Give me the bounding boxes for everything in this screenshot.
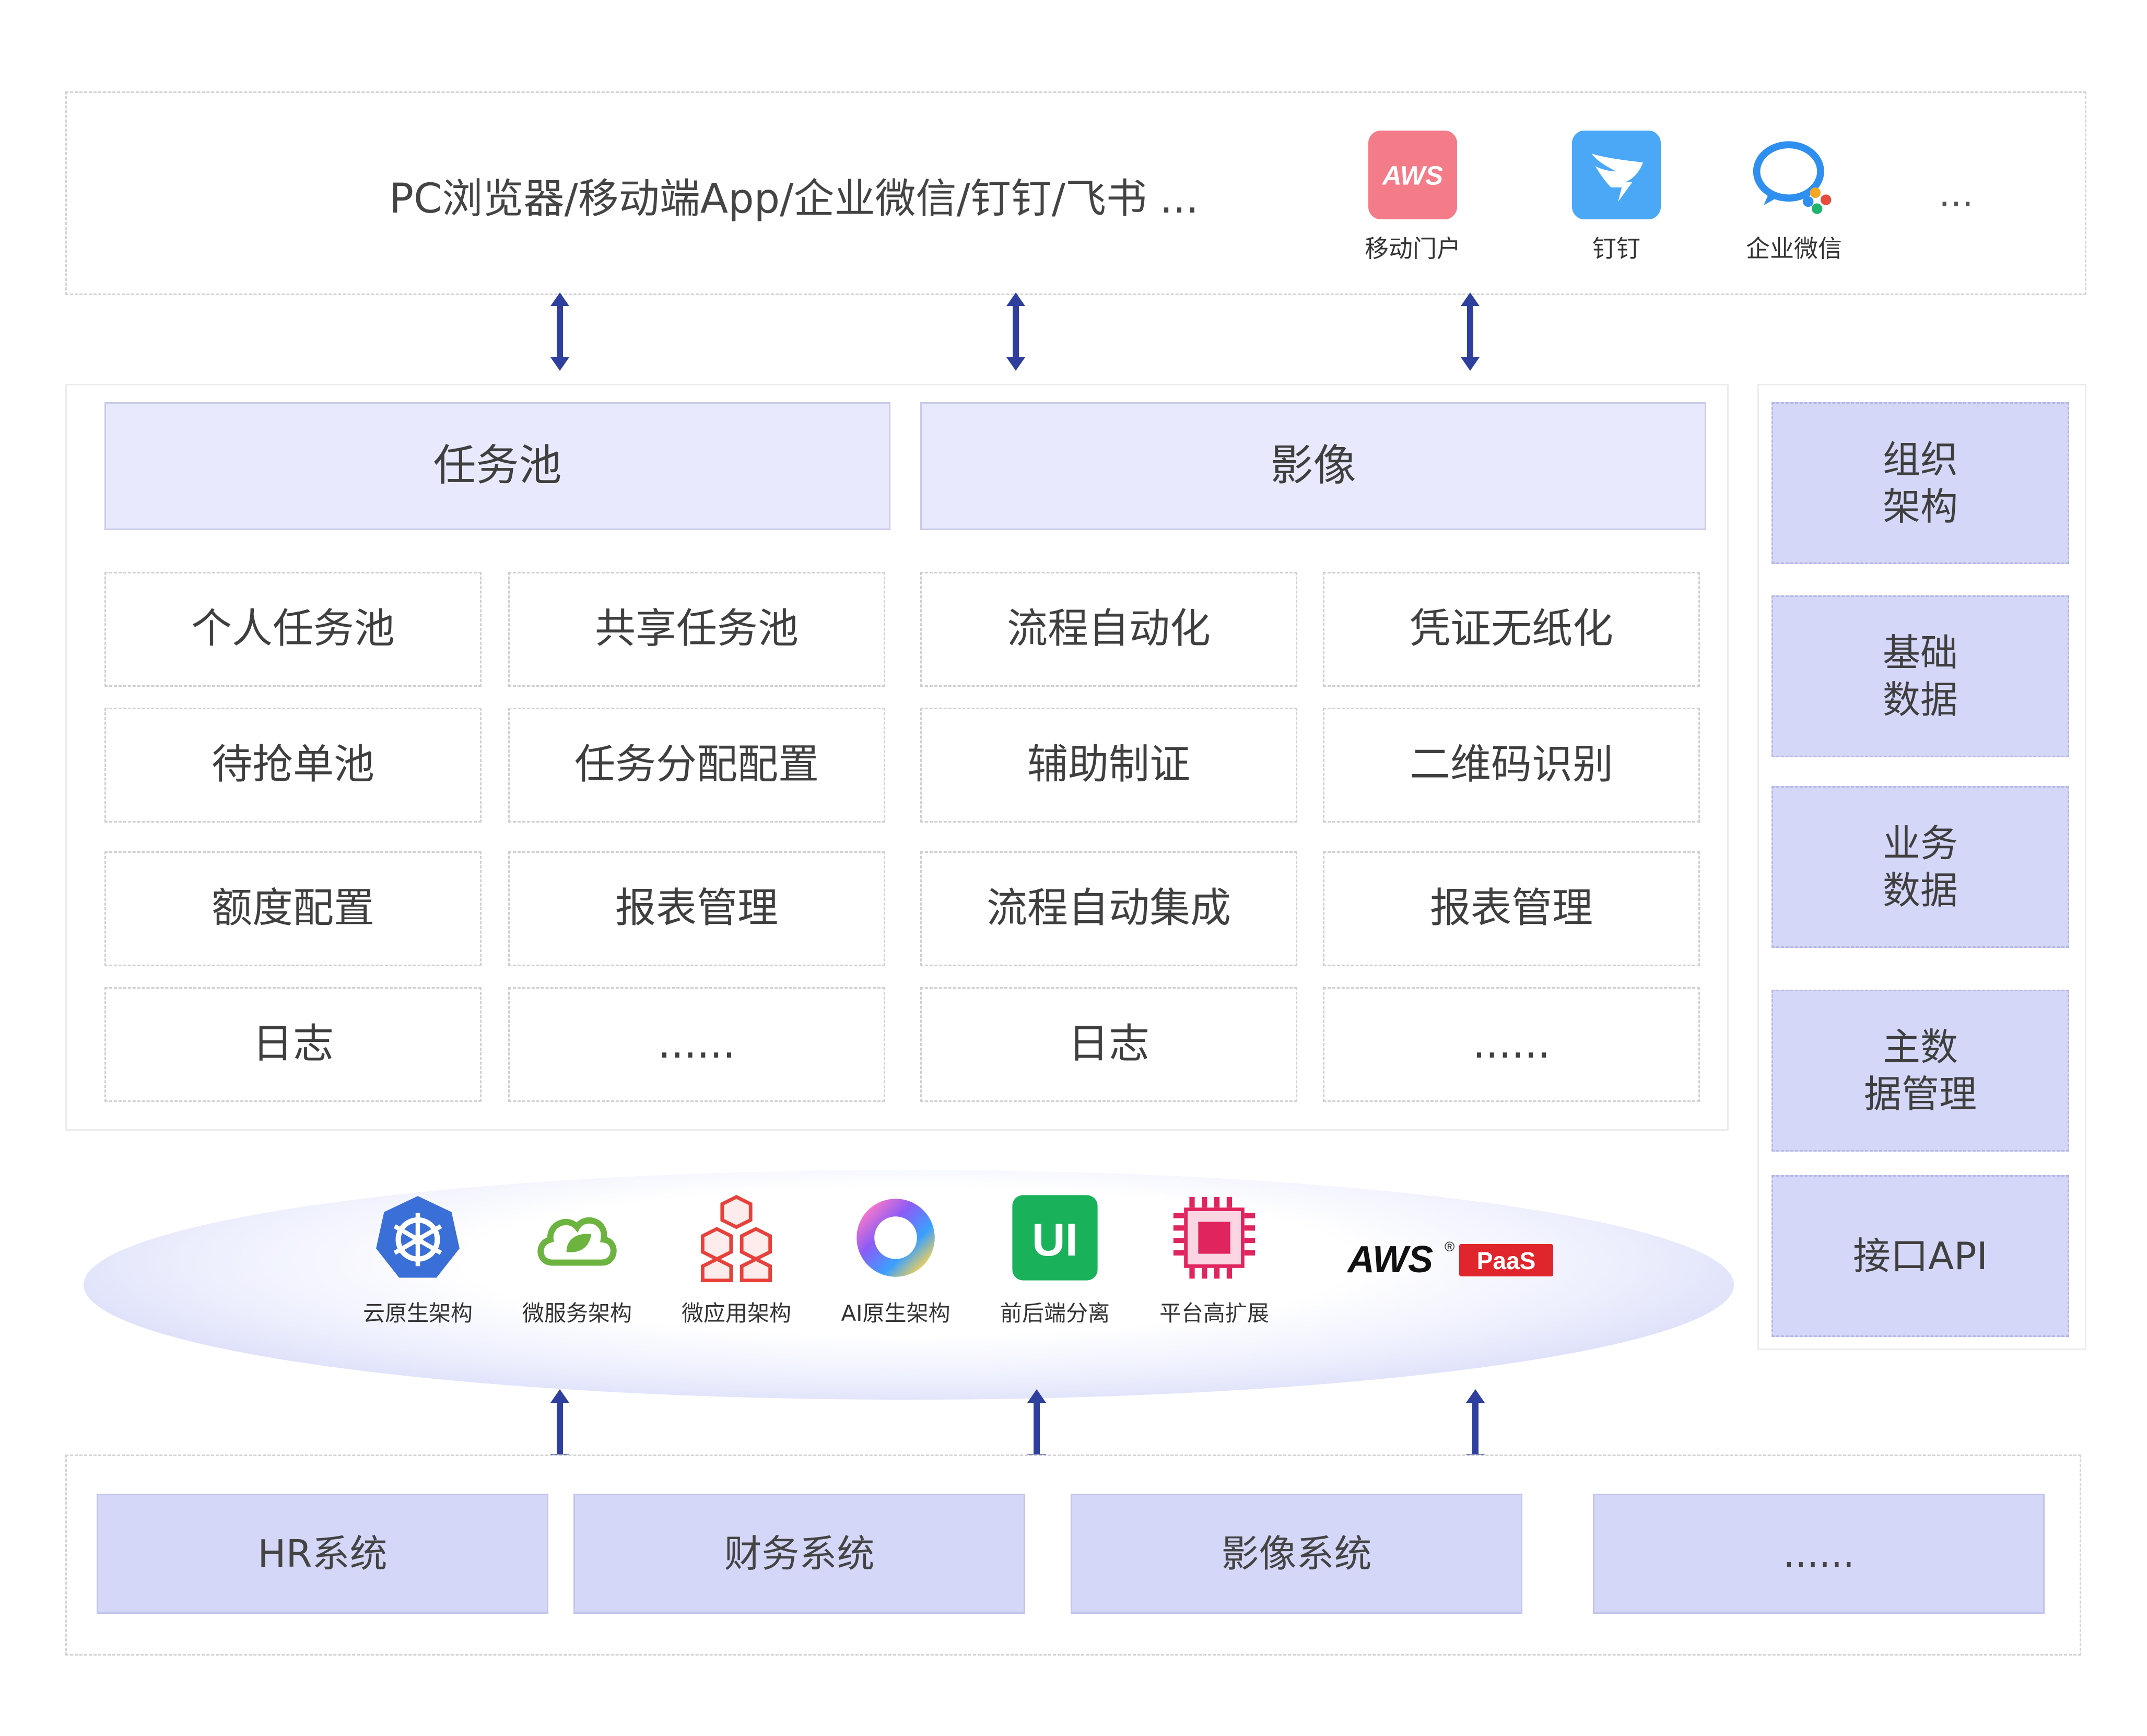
sidebar-item: 组织 架构 <box>1771 402 2069 564</box>
sidebar-item: 主数 据管理 <box>1771 990 2069 1152</box>
tech-label: 微应用架构 <box>681 1300 791 1326</box>
svg-text:AWS: AWS <box>1347 1239 1433 1280</box>
spring-cloud-icon <box>537 1217 617 1266</box>
wecom-icon <box>1753 141 1832 214</box>
imaging-cell: 报表管理 <box>1323 851 1700 966</box>
svg-text:AWS: AWS <box>1381 161 1443 191</box>
task-pool-cell: 共享任务池 <box>508 572 885 687</box>
tech-ai-native: AI原生架构 <box>828 1193 964 1328</box>
channels-frame <box>65 91 2086 295</box>
svg-text:PaaS: PaaS <box>1477 1247 1536 1274</box>
ui-icon: UI <box>1012 1195 1098 1281</box>
tech-label: 前后端分离 <box>1000 1300 1110 1326</box>
client-wecom: 企业微信 <box>1731 131 1857 264</box>
client-label: 钉钉 <box>1592 234 1640 263</box>
tech-frontend-backend: UI 前后端分离 <box>987 1193 1123 1328</box>
imaging-cell: 辅助制证 <box>920 708 1297 823</box>
imaging-cell: 流程自动集成 <box>920 851 1297 966</box>
client-dingtalk: 钉钉 <box>1554 131 1679 264</box>
task-pool-cell: 任务分配配置 <box>508 708 885 823</box>
tech-microservice: 微服务架构 <box>509 1193 645 1328</box>
double-arrow-icon <box>550 292 569 371</box>
channels-more: ... <box>1939 172 1974 215</box>
client-mobile-portal: AWS 移动门户 <box>1350 131 1475 264</box>
task-pool-cell: 额度配置 <box>104 851 482 966</box>
imaging-cell: 凭证无纸化 <box>1323 572 1700 687</box>
task-pool-cell: 待抢单池 <box>104 708 482 823</box>
aws-mobile-portal-icon: AWS <box>1368 131 1457 219</box>
client-label: 移动门户 <box>1365 234 1461 263</box>
sidebar-item: 业务 数据 <box>1771 786 2069 948</box>
sidebar-item: 接口API <box>1771 1175 2069 1337</box>
task-pool-cell: 日志 <box>104 987 482 1102</box>
task-pool-cell: 个人任务池 <box>104 572 482 687</box>
tech-label: AI原生架构 <box>841 1300 951 1326</box>
tech-label: 微服务架构 <box>522 1300 632 1326</box>
tech-micro-frontend: 微应用架构 <box>668 1193 804 1328</box>
system-box: ...... <box>1593 1494 2045 1614</box>
task-pool-header: 任务池 <box>104 402 890 530</box>
system-box: HR系统 <box>97 1494 548 1614</box>
tech-cloud-native: 云原生架构 <box>350 1193 486 1328</box>
chip-icon <box>1173 1197 1256 1279</box>
task-pool-cell: ...... <box>508 987 885 1102</box>
sidebar-item: 基础 数据 <box>1771 595 2069 757</box>
channels-title: PC浏览器/移动端App/企业微信/钉钉/飞书 ... <box>389 175 1199 222</box>
tech-label: 云原生架构 <box>362 1300 473 1326</box>
task-pool-cell: 报表管理 <box>508 851 885 966</box>
double-arrow-icon <box>1461 292 1480 371</box>
imaging-cell: 二维码识别 <box>1323 708 1700 823</box>
ai-ring-icon <box>857 1199 935 1277</box>
tech-label: 平台高扩展 <box>1159 1300 1269 1326</box>
imaging-cell: ...... <box>1323 987 1700 1102</box>
svg-text:®: ® <box>1445 1239 1454 1254</box>
cubes-icon <box>701 1194 772 1282</box>
svg-text:UI: UI <box>1032 1214 1078 1265</box>
system-box: 财务系统 <box>573 1494 1025 1614</box>
imaging-cell: 日志 <box>920 987 1297 1102</box>
dingtalk-icon <box>1572 131 1661 219</box>
client-label: 企业微信 <box>1746 234 1842 263</box>
double-arrow-icon <box>1006 292 1025 371</box>
aws-paas-logo: AWS ® PaaS <box>1347 1239 1553 1280</box>
imaging-header: 影像 <box>920 402 1706 530</box>
kubernetes-icon <box>376 1196 460 1278</box>
system-box: 影像系统 <box>1071 1494 1522 1614</box>
imaging-cell: 流程自动化 <box>920 572 1297 687</box>
tech-extensibility: 平台高扩展 <box>1146 1193 1282 1328</box>
